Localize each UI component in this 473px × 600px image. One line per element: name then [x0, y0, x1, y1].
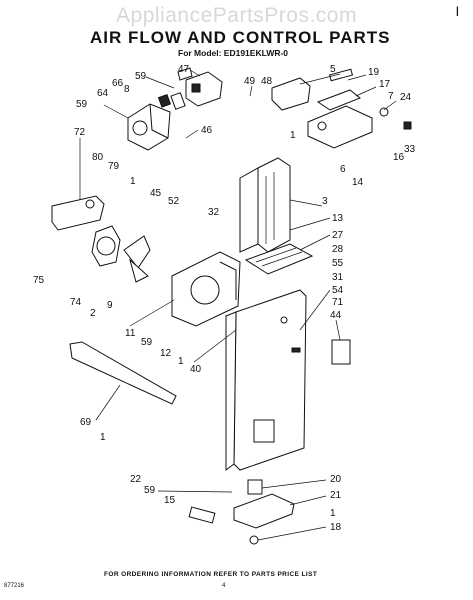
callout-48: 21 [330, 490, 342, 501]
document-number: 877216 [4, 583, 25, 589]
callout-52: 15 [164, 495, 176, 506]
top-bracket [271, 68, 361, 111]
page-title: AIR FLOW AND CONTROL PARTS [90, 28, 391, 47]
callout-6: 49 [244, 76, 256, 87]
callout-25: 33 [404, 144, 416, 155]
callout-9: 19 [368, 67, 380, 78]
callout-40: 59 [141, 337, 153, 348]
corner-mark: | [456, 6, 459, 17]
callout-26: 3 [322, 196, 328, 207]
callout-34: 44 [330, 310, 342, 321]
fan-shroud [171, 251, 241, 327]
leader-lines [79, 69, 397, 541]
callout-10: 17 [379, 79, 391, 90]
callout-11: 7 [388, 91, 394, 102]
callout-43: 40 [190, 364, 202, 375]
callout-41: 12 [160, 348, 172, 359]
callout-46: 22 [130, 474, 142, 485]
control-bracket [307, 105, 412, 149]
ordering-footer: FOR ORDERING INFORMATION REFER TO PARTS … [104, 571, 318, 578]
callout-13: 46 [201, 125, 213, 136]
callout-45: 1 [100, 432, 106, 443]
part-15 [188, 506, 216, 524]
grille [244, 243, 314, 275]
callout-19: 52 [168, 196, 180, 207]
callouts: 47 59 8 66 64 59 49 48 5 19 17 7 24 46 7… [33, 64, 416, 533]
damper-control-assembly [127, 67, 223, 151]
callout-29: 28 [332, 244, 344, 255]
callout-15: 80 [92, 152, 104, 163]
air-duct [239, 157, 291, 253]
callout-3: 66 [112, 78, 124, 89]
callout-0: 47 [178, 64, 190, 75]
callout-4: 64 [97, 88, 109, 99]
callout-2: 8 [124, 84, 130, 95]
callout-31: 31 [332, 272, 344, 283]
callout-14: 72 [74, 127, 86, 138]
motor-bracket [51, 195, 105, 231]
callout-49: 1 [330, 508, 336, 519]
callout-18: 45 [150, 188, 162, 199]
callout-1: 59 [135, 71, 147, 82]
callout-38: 9 [107, 300, 113, 311]
callout-47: 20 [330, 474, 342, 485]
callout-5: 59 [76, 99, 88, 110]
callout-35: 75 [33, 275, 45, 286]
callout-21: 1 [290, 130, 296, 141]
callout-32: 54 [332, 285, 344, 296]
rear-panel [225, 289, 307, 471]
watermark: AppliancePartsPros.com [116, 4, 357, 27]
callout-30: 55 [332, 258, 344, 269]
fan-motor [91, 225, 151, 283]
callout-39: 11 [125, 328, 136, 339]
callout-33: 71 [332, 297, 344, 308]
page-number: 4 [222, 583, 226, 589]
callout-24: 16 [393, 152, 405, 163]
callout-42: 1 [178, 356, 184, 367]
callout-36: 74 [70, 297, 82, 308]
base-bracket [233, 479, 295, 545]
callout-16: 79 [108, 161, 120, 172]
model-line: For Model: ED191EKLWR-0 [178, 48, 289, 58]
callout-50: 18 [330, 522, 342, 533]
callout-51: 59 [144, 485, 156, 496]
part-44 [331, 339, 351, 365]
callout-28: 27 [332, 230, 344, 241]
callout-37: 2 [90, 308, 96, 319]
callout-20: 32 [208, 207, 220, 218]
callout-8: 5 [330, 64, 336, 75]
callout-23: 14 [352, 177, 364, 188]
callout-12: 24 [400, 92, 412, 103]
callout-22: 6 [340, 164, 346, 175]
callout-44: 69 [80, 417, 92, 428]
callout-7: 48 [261, 76, 273, 87]
deflector-strip [69, 341, 177, 405]
callout-27: 13 [332, 213, 344, 224]
callout-17: 1 [130, 176, 136, 187]
